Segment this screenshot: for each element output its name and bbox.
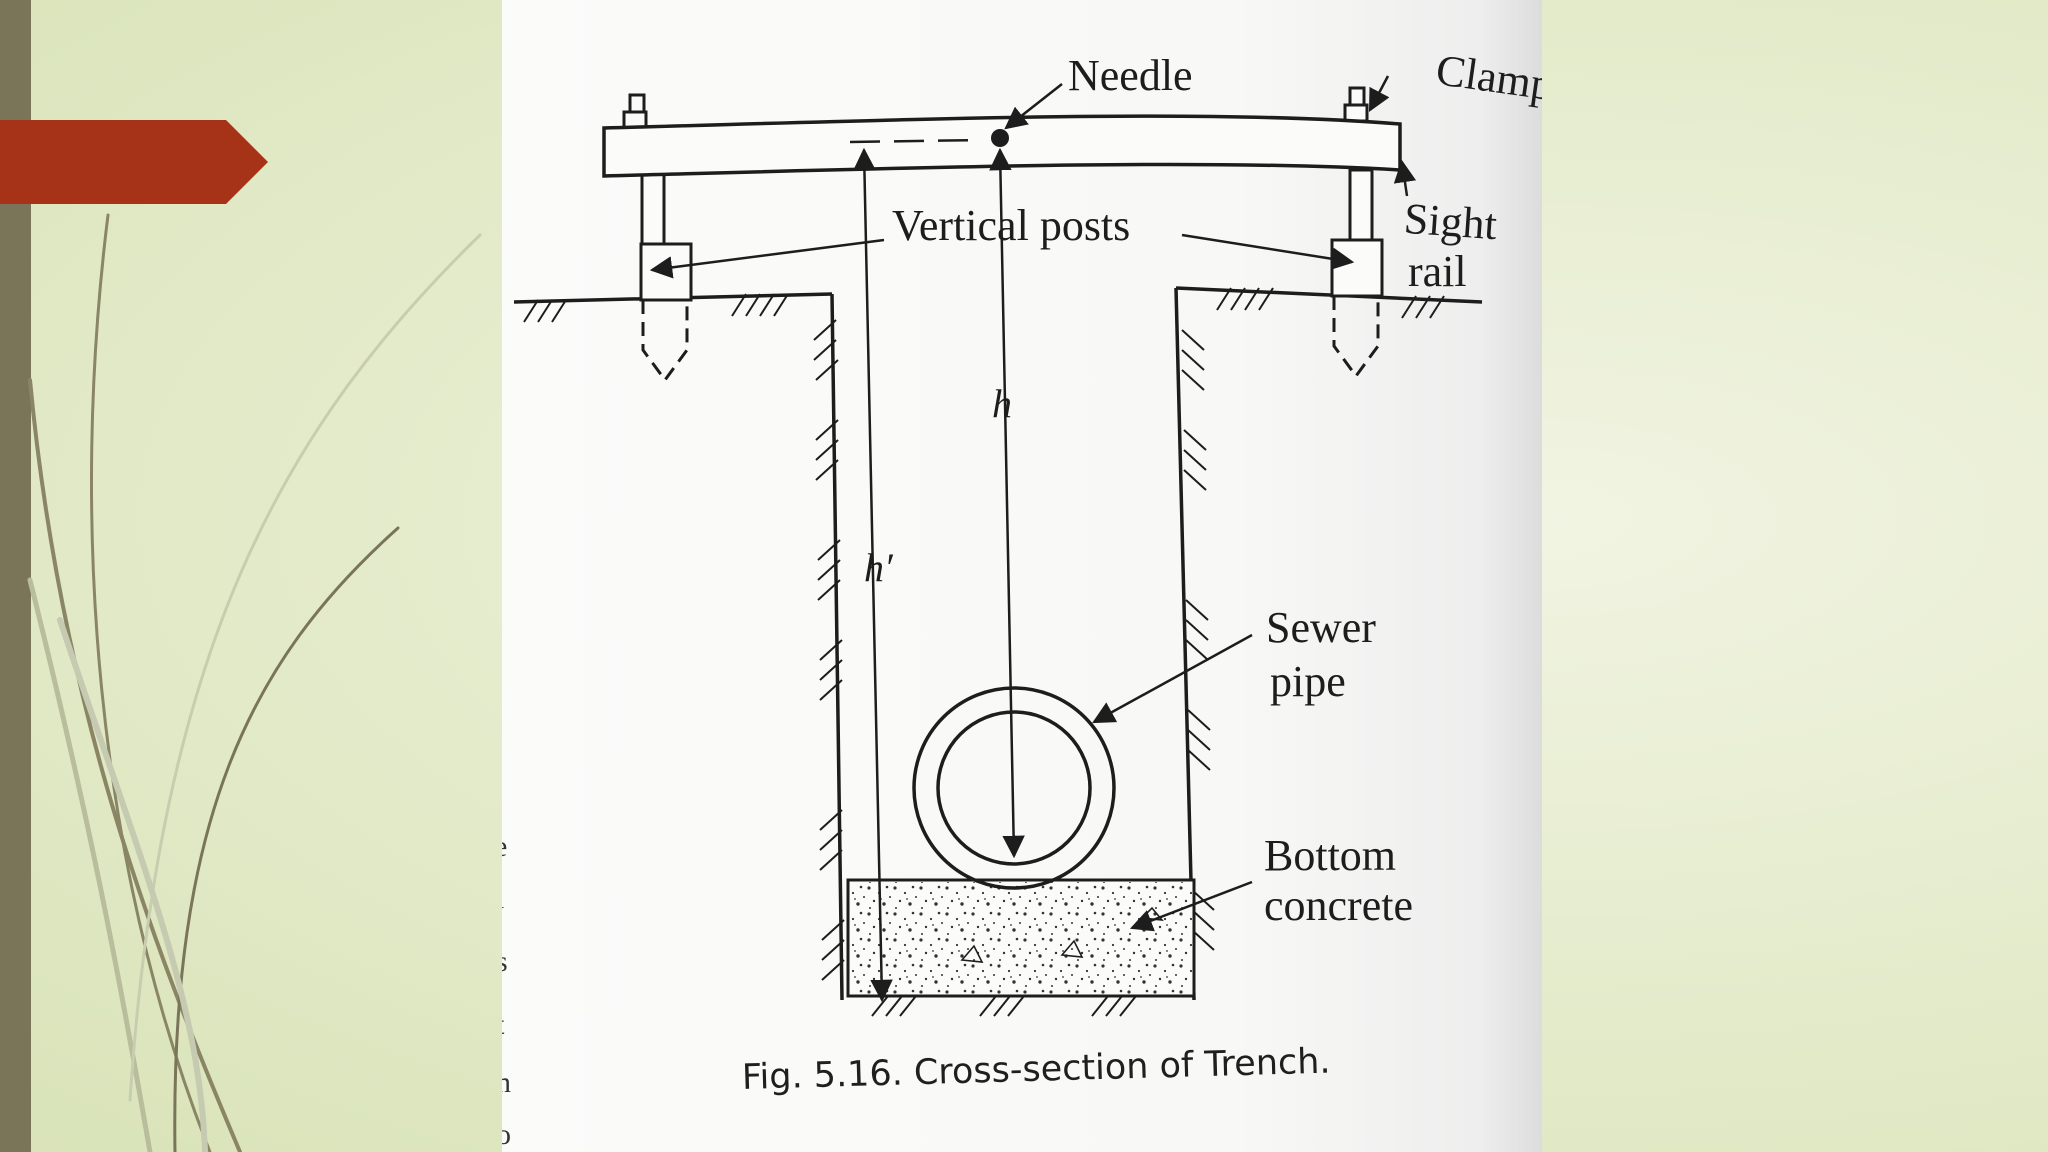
needle-marker xyxy=(991,129,1009,147)
base-hatching xyxy=(871,995,1137,1017)
page-edge-fragment: s xyxy=(502,945,508,979)
figure-panel: Needle Clamp Vertical posts Sight rail h… xyxy=(502,0,1542,1152)
needle-label: Needle xyxy=(1068,51,1193,100)
h-label: h xyxy=(992,381,1012,426)
sewer-label: Sewer xyxy=(1266,603,1376,652)
h-prime-label: h′ xyxy=(864,545,893,590)
rail-label: rail xyxy=(1408,247,1467,296)
page-edge-fragment: n xyxy=(502,1066,511,1099)
bottom-label: Bottom xyxy=(1264,831,1397,880)
sight-label: Sight xyxy=(1402,193,1499,250)
page-edge-fragment: e xyxy=(502,830,507,864)
bottom-concrete xyxy=(846,878,1196,998)
page-edge-fragment: t xyxy=(502,1008,504,1042)
ground-hatching xyxy=(523,287,1445,323)
leader-lines xyxy=(649,75,1417,932)
concrete-label: concrete xyxy=(1264,881,1413,930)
sewer-pipe xyxy=(912,686,1116,890)
trench-diagram xyxy=(513,75,1483,1017)
vertical-posts-label: Vertical posts xyxy=(892,201,1131,250)
wall-hatching xyxy=(813,319,1215,981)
page-edge-fragment: o xyxy=(502,1118,511,1151)
pipe-label: pipe xyxy=(1270,657,1346,706)
page-edge-fragment: l xyxy=(502,882,504,916)
title-arrow-tab xyxy=(0,120,268,204)
dimension-lines xyxy=(849,138,1025,1003)
decorative-grass-strokes xyxy=(27,213,482,1152)
